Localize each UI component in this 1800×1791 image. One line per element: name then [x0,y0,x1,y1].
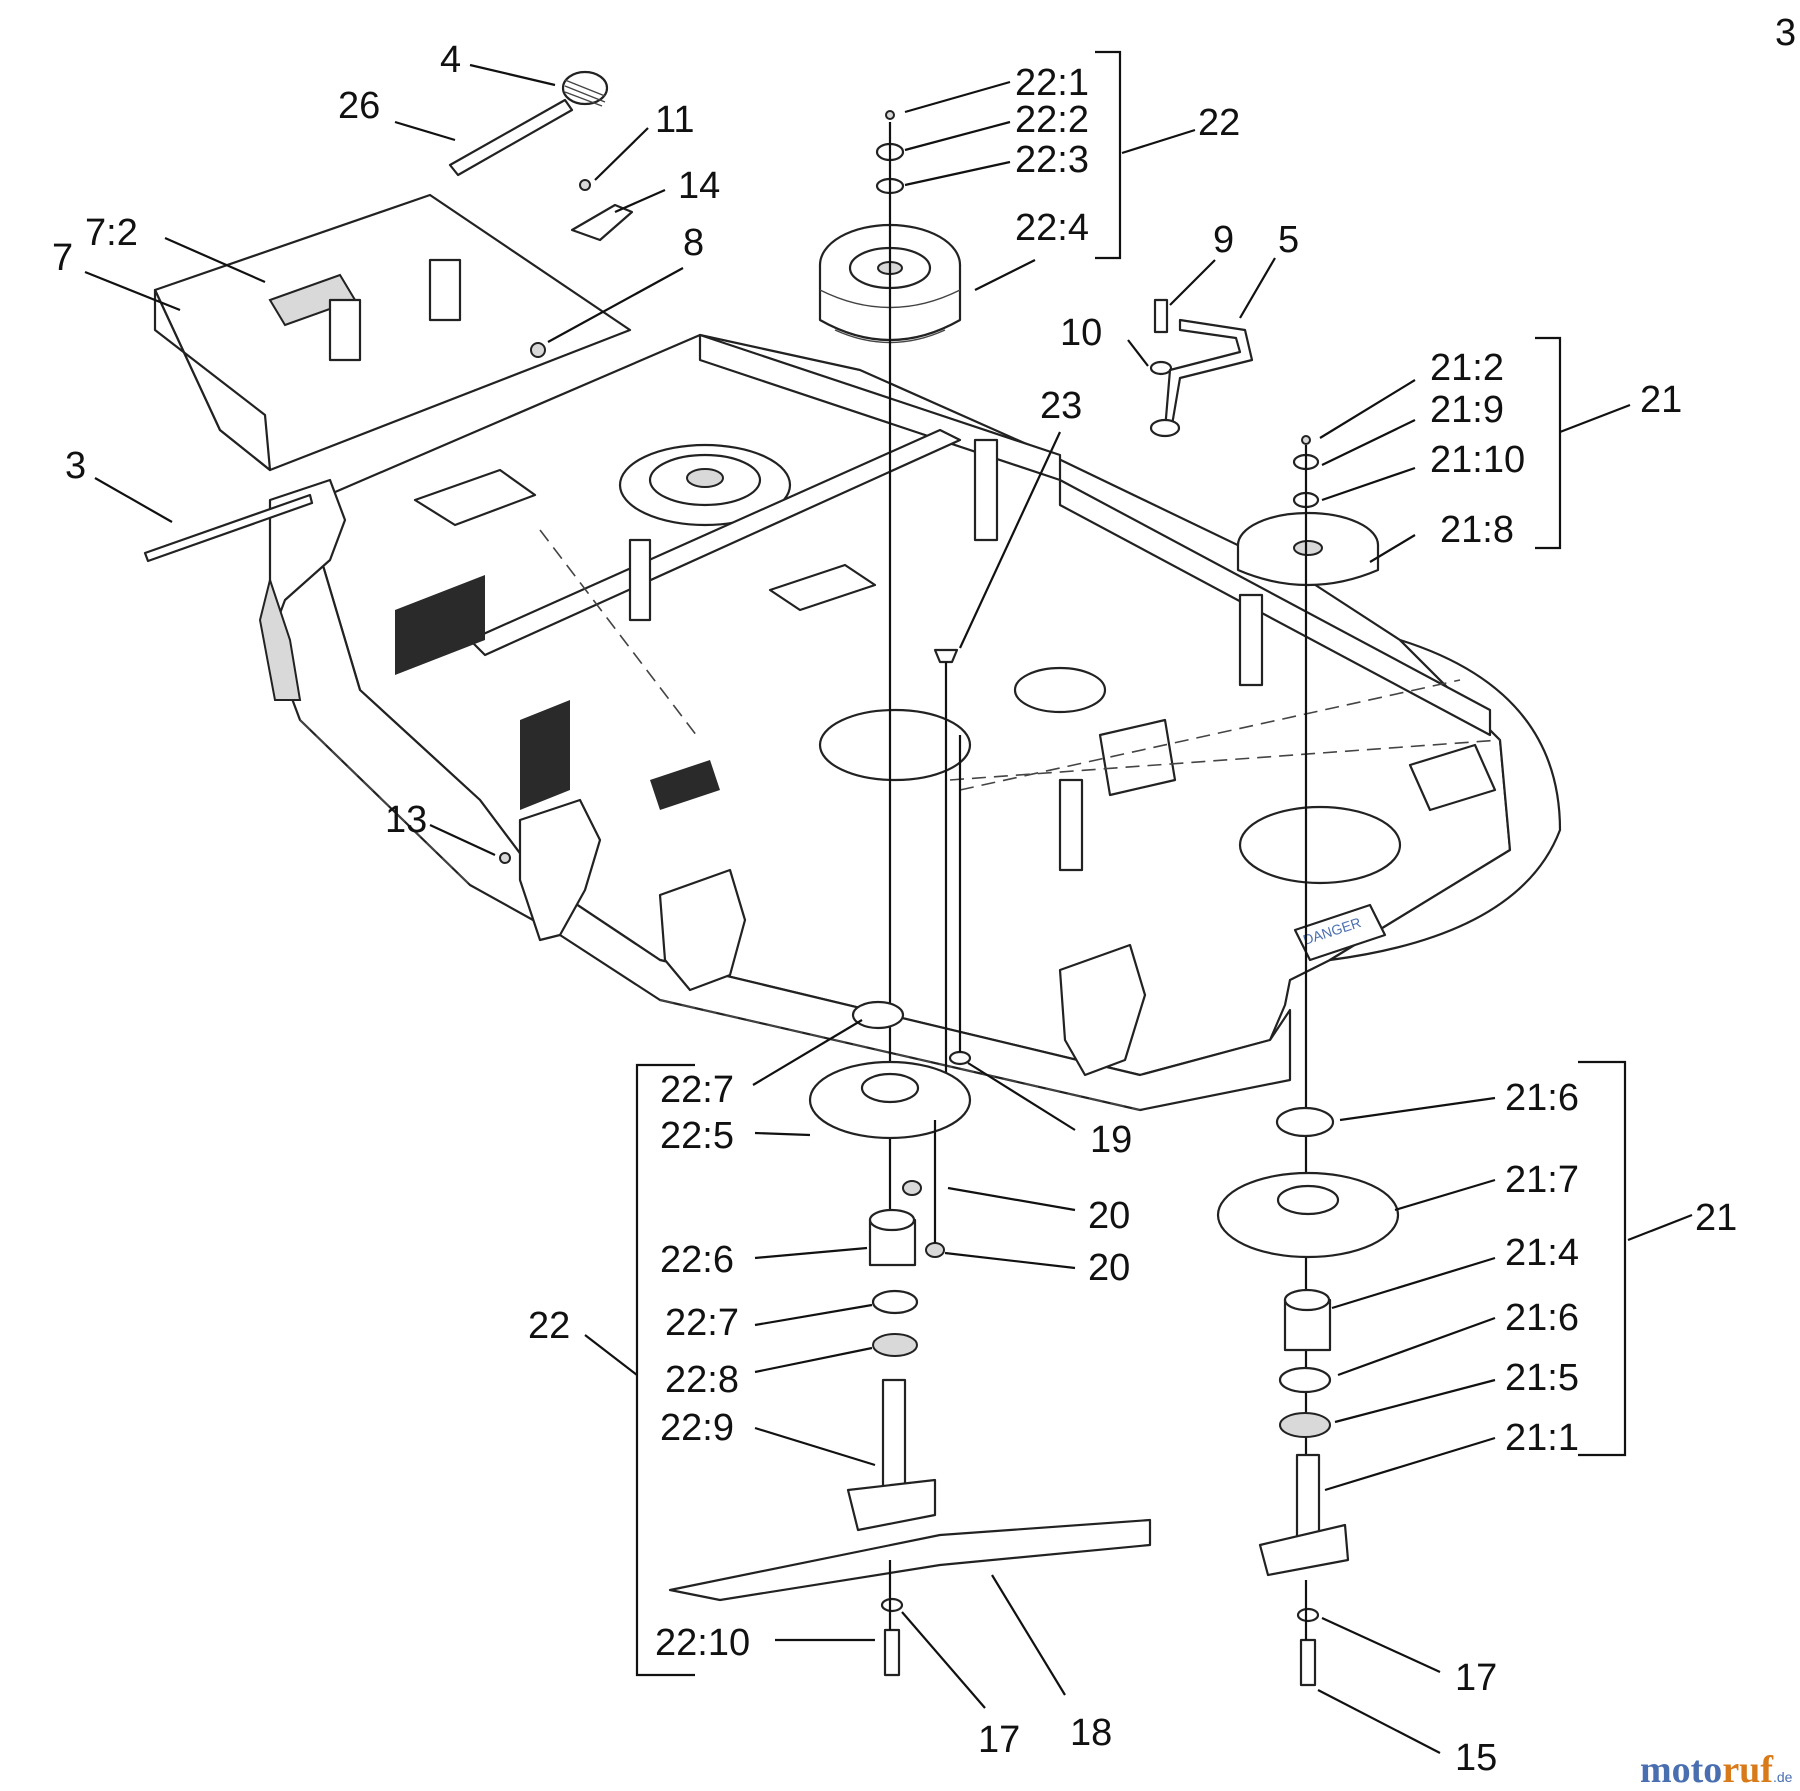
callout-7: 7 [52,237,73,279]
callout-7-2: 7:2 [85,212,138,254]
callout-21-bottom: 21 [1695,1197,1737,1239]
callout-9: 9 [1213,219,1234,261]
svg-text:motoruf.de: motoruf.de [1640,1749,1793,1791]
callout-22-1: 22:1 [1015,62,1089,104]
callout-22-bottom: 22 [528,1305,570,1347]
watermark-suffix: .de [1773,1769,1793,1785]
mower-deck: DANGER [153,193,1562,1112]
callout-19: 19 [1090,1119,1132,1161]
callout-15: 15 [1455,1737,1497,1779]
callout-22-3: 22:3 [1015,139,1089,181]
watermark-logo: motoruf.de [1640,1749,1793,1791]
callout-21-8: 21:8 [1440,509,1514,551]
hardware-19-20 [902,735,972,1258]
callout-22-top: 22 [1198,102,1240,144]
watermark-part1: moto [1640,1749,1722,1791]
spindle-assembly-21 [1216,435,1400,1687]
callout-26: 26 [338,85,380,127]
watermark-part2: ruf [1722,1749,1774,1791]
callout-21-10: 21:10 [1430,439,1525,481]
callout-22-6: 22:6 [660,1239,734,1281]
callout-14: 14 [678,165,720,207]
callout-labels: 3 4 26 11 14 7:2 7 8 3 22:1 22:2 22:3 22… [52,12,1796,1779]
callout-3: 3 [65,445,86,487]
callout-22-4: 22:4 [1015,207,1089,249]
callout-23: 23 [1040,385,1082,427]
callout-21-7: 21:7 [1505,1159,1579,1201]
callout-21-top: 21 [1640,379,1682,421]
callout-17b: 17 [1455,1657,1497,1699]
callout-21-2: 21:2 [1430,347,1504,389]
callout-20a: 20 [1088,1195,1130,1237]
callout-13: 13 [385,799,427,841]
callout-22-7a: 22:7 [660,1069,734,1111]
page-number: 3 [1775,12,1796,54]
hardware-parts [143,70,1254,1100]
callout-22-8: 22:8 [665,1359,739,1401]
callout-21-1: 21:1 [1505,1417,1579,1459]
callout-10: 10 [1060,312,1102,354]
callout-21-6b: 21:6 [1505,1297,1579,1339]
callout-18: 18 [1070,1712,1112,1754]
callout-21-9: 21:9 [1430,389,1504,431]
leader-lines [84,50,1693,1754]
callout-17a: 17 [978,1719,1020,1761]
callout-11: 11 [655,99,694,141]
callout-21-4: 21:4 [1505,1232,1579,1274]
callout-22-9: 22:9 [660,1407,734,1449]
callout-4: 4 [440,39,461,81]
spindle-assembly-22 [668,110,1152,1677]
callout-20b: 20 [1088,1247,1130,1289]
callout-22-5: 22:5 [660,1115,734,1157]
callout-5: 5 [1278,219,1299,261]
callout-21-5: 21:5 [1505,1357,1579,1399]
callout-22-7b: 22:7 [665,1302,739,1344]
callout-21-6a: 21:6 [1505,1077,1579,1119]
callout-8: 8 [683,222,704,264]
callout-22-2: 22:2 [1015,99,1089,141]
callout-22-10: 22:10 [655,1622,750,1664]
